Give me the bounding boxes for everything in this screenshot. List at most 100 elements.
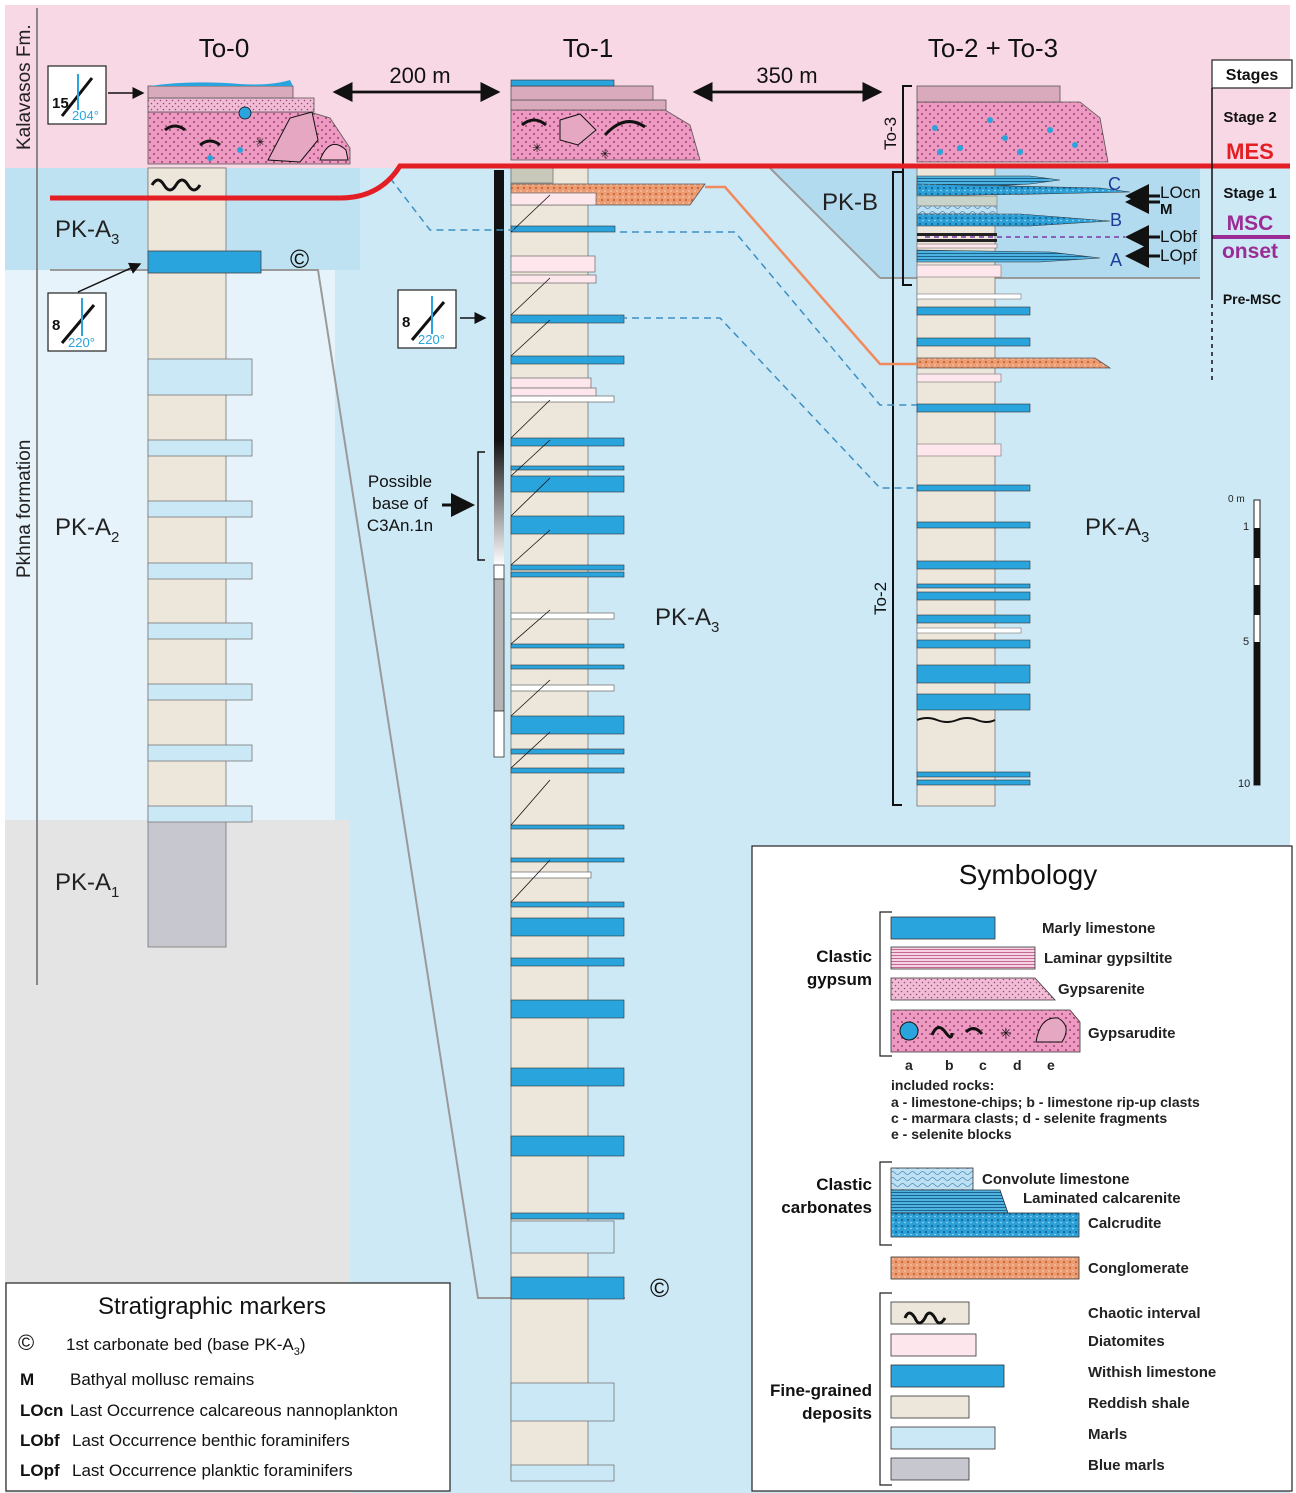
unit-label-pka3-to0: PK-A3 <box>55 216 119 248</box>
onset-label: onset <box>1222 240 1278 263</box>
strat-marker-row-3: LOcn Last Occurrence calcareous nannopla… <box>20 1401 398 1420</box>
to1-first-carbonate-bed <box>510 1276 625 1300</box>
svg-text:LOpf: LOpf <box>20 1461 60 1480</box>
dip-box-2: 8 220° <box>47 292 107 352</box>
carbonate-marker-to1: © <box>650 1273 669 1303</box>
svg-text:✳: ✳ <box>255 135 265 149</box>
lobf-label: LObf <box>1160 227 1197 246</box>
unit-label-pka1: PK-A1 <box>55 869 119 901</box>
locn-label: LOcn <box>1160 183 1201 202</box>
group-clastic-carbonates-1: Clastic <box>816 1175 872 1194</box>
column-title-to23: To-2 + To-3 <box>928 33 1058 63</box>
swatch-withish-limestone <box>890 1364 1005 1388</box>
symbology-title: Symbology <box>959 859 1098 890</box>
marker-letter-b: B <box>1110 210 1122 230</box>
marker-letter-a: A <box>1110 250 1122 270</box>
unit-label-pkb: PK-B <box>822 189 878 216</box>
label-laminated-calcarenite: Laminated calcarenite <box>1023 1190 1181 1207</box>
group-clastic-carbonates-2: carbonates <box>781 1198 872 1217</box>
swatch-laminated-calcarenite <box>890 1189 1009 1214</box>
abcde-c: c <box>979 1057 987 1073</box>
scale-tick-10: 10 <box>1238 778 1250 790</box>
included-line-2: a - limestone-chips; b - limestone rip-u… <box>891 1094 1200 1110</box>
stage1-label: Stage 1 <box>1223 185 1276 202</box>
svg-text:✳: ✳ <box>532 141 542 155</box>
swatch-chaotic-interval <box>890 1301 970 1325</box>
marker-letter-c: C <box>1108 174 1121 194</box>
swatch-diatomites <box>890 1333 977 1357</box>
swatch-gypsarudite: ✳ <box>890 1009 1081 1053</box>
svg-text:✳: ✳ <box>600 147 610 161</box>
carbonate-marker-to0: © <box>290 244 309 274</box>
dip-box-1: 15 204° <box>47 65 107 125</box>
label-withish-limestone: Withish limestone <box>1088 1364 1216 1381</box>
to23-conglomerate <box>916 357 1112 369</box>
column-title-to0: To-0 <box>199 33 250 63</box>
conglomerate-correlation <box>705 185 917 366</box>
label-gypsarenite: Gypsarenite <box>1058 981 1145 998</box>
swatch-marly-limestone <box>890 916 996 940</box>
swatch-conglomerate <box>890 1256 1080 1280</box>
m-label: M <box>1160 201 1173 218</box>
scale-tick-1: 1 <box>1243 521 1249 533</box>
label-diatomites: Diatomites <box>1088 1333 1165 1350</box>
swatch-calcrudite <box>890 1212 1080 1238</box>
swatch-blue-marls <box>890 1457 970 1481</box>
swatch-convolute-limestone <box>890 1167 974 1191</box>
svg-text:8: 8 <box>52 317 60 334</box>
to0-first-carbonate-bed <box>147 250 262 274</box>
svg-text:Last Occurrence benthic forami: Last Occurrence benthic foraminifers <box>72 1431 350 1450</box>
correlation-dashed-1 <box>389 177 515 231</box>
svg-text:204°: 204° <box>72 108 99 123</box>
magnetostrat-normal-zone <box>494 170 504 565</box>
column-to0: ✳ <box>147 80 351 948</box>
pkhna-label: Pkhna formation <box>14 440 35 578</box>
svg-text:©: © <box>18 1330 34 1355</box>
scale-bar: 0 m 1 5 10 <box>1228 494 1261 790</box>
stages-header: Stages <box>1226 67 1279 84</box>
to2-bracket-label: To-2 <box>871 582 890 615</box>
msc-label: MSC <box>1227 212 1274 235</box>
abcde-d: d <box>1013 1057 1022 1073</box>
svg-text:220°: 220° <box>68 335 95 350</box>
included-line-4: e - selenite blocks <box>891 1126 1012 1142</box>
kalavasos-label: Kalavasos Fm. <box>14 24 35 150</box>
svg-text:✳: ✳ <box>1000 1025 1012 1041</box>
distance-label-2: 350 m <box>756 63 817 88</box>
unit-label-pka2: PK-A2 <box>55 514 119 546</box>
label-marls: Marls <box>1088 1426 1127 1443</box>
to2-bracket <box>892 171 902 806</box>
column-to1: ✳ ✳ <box>510 79 706 1482</box>
pkb-top-line <box>769 167 881 279</box>
distance-label-1: 200 m <box>389 63 450 88</box>
svg-text:1st carbonate bed (base PK-A3): 1st carbonate bed (base PK-A3) <box>66 1335 306 1358</box>
to3-bracket <box>902 85 912 286</box>
svg-text:15: 15 <box>52 95 69 112</box>
svg-text:Last Occurrence calcareous nan: Last Occurrence calcareous nannoplankton <box>70 1401 398 1420</box>
strat-markers-panel <box>5 1282 451 1492</box>
group-clastic-gypsum-2: gypsum <box>807 970 872 989</box>
svg-text:M: M <box>20 1370 34 1389</box>
strat-marker-row-5: LOpf Last Occurrence planktic foraminife… <box>20 1461 353 1480</box>
column-title-to1: To-1 <box>563 33 614 63</box>
unit-label-pka3-to23: PK-A3 <box>1085 514 1149 546</box>
strat-marker-row-1: © 1st carbonate bed (base PK-A3) <box>18 1330 306 1358</box>
premsc-label: Pre-MSC <box>1223 291 1281 307</box>
abcde-b: b <box>945 1057 954 1073</box>
label-blue-marls: Blue marls <box>1088 1457 1165 1474</box>
stage2-label: Stage 2 <box>1223 109 1276 126</box>
svg-text:Last Occurrence planktic foram: Last Occurrence planktic foraminifers <box>72 1461 353 1480</box>
swatch-reddish-shale <box>890 1395 970 1419</box>
label-laminar-gypsiltite: Laminar gypsiltite <box>1044 950 1172 967</box>
column-to23 <box>916 85 1131 807</box>
svg-text:Bathyal mollusc remains: Bathyal mollusc remains <box>70 1370 254 1389</box>
strat-marker-row-4: LObf Last Occurrence benthic foraminifer… <box>20 1431 350 1450</box>
scale-tick-0: 0 m <box>1228 494 1245 505</box>
svg-text:220°: 220° <box>418 332 445 347</box>
mes-label: MES <box>1226 139 1274 164</box>
lopf-label: LOpf <box>1160 246 1197 265</box>
unit-label-pka3-to1: PK-A3 <box>655 604 719 636</box>
dip-box-3: 8 220° <box>397 289 457 349</box>
abcde-a: a <box>905 1057 913 1073</box>
magneto-label-2: base of <box>372 494 428 513</box>
